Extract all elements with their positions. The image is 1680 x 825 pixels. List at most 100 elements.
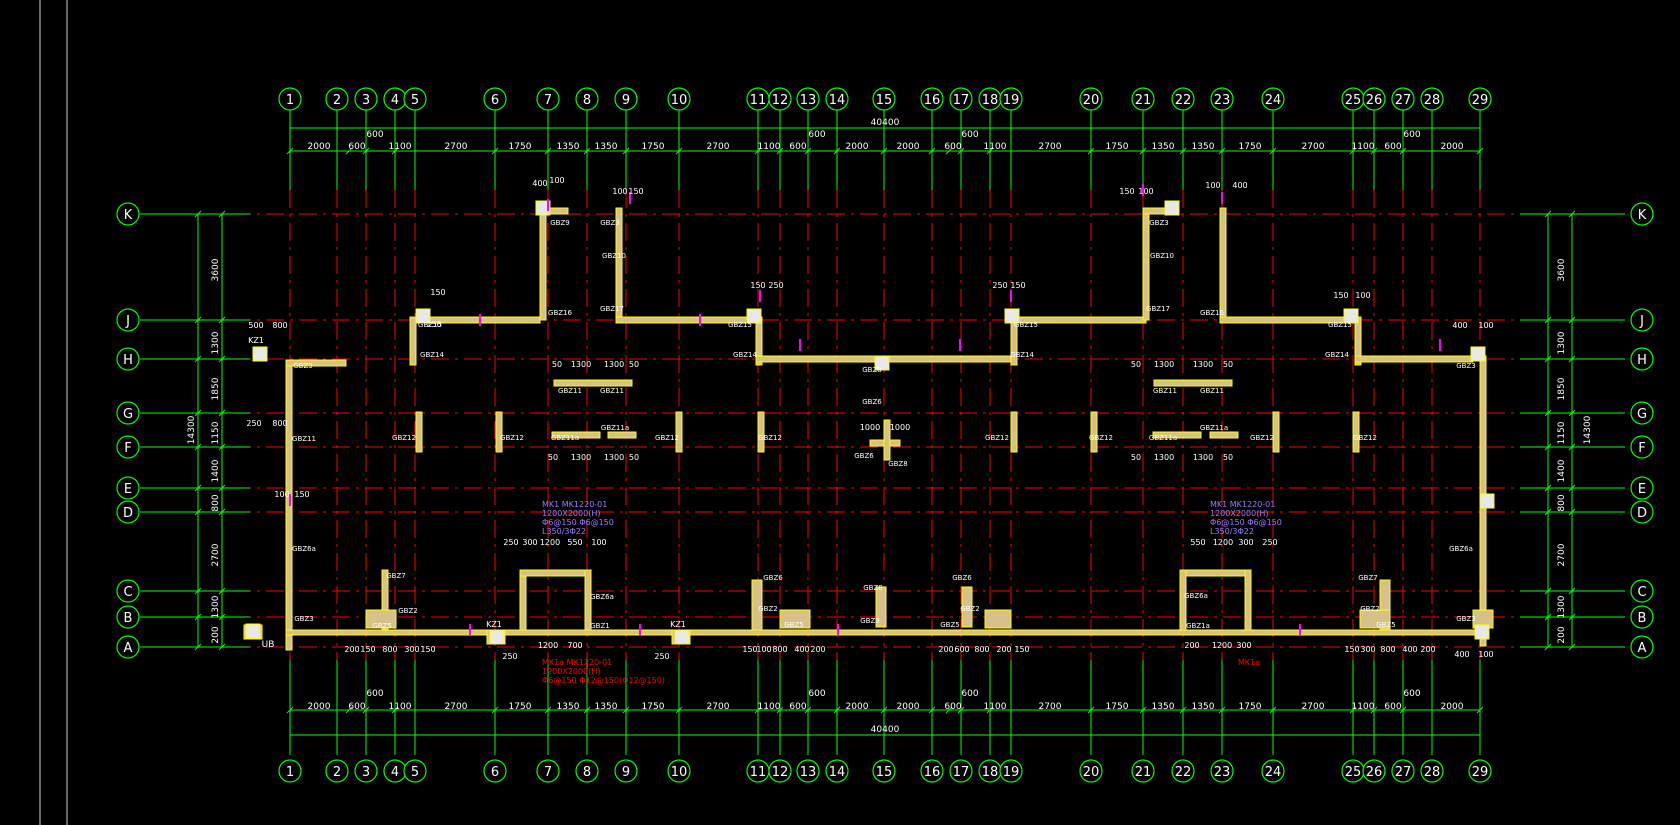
- dim-tick: [1568, 443, 1576, 451]
- column-tag: GBZ2: [758, 605, 777, 613]
- dim-top-segment: 1750: [642, 142, 665, 152]
- axis-bubble-bottom-circle: [1210, 759, 1234, 783]
- axis-bubble-right-circle: [1630, 635, 1654, 659]
- mk-note-bottom: Φ6@150 Φ12@150(Φ12@150): [542, 676, 665, 685]
- axis-bubble-right-circle: [1630, 347, 1654, 371]
- shear-walls: [243, 184, 1495, 651]
- axis-bubble-right-label: J: [1639, 314, 1644, 329]
- axis-bubble-top-label: 20: [1083, 93, 1100, 108]
- shear-wall: [875, 586, 887, 628]
- dim-tick: [1269, 147, 1277, 155]
- axis-bubble-bottom-label: 6: [491, 765, 499, 780]
- mk-note-right: MK1 MK1220-01: [1210, 500, 1275, 509]
- dim-small-label: 200: [344, 645, 359, 654]
- dim-small-label: 500: [248, 321, 263, 330]
- column-square: [746, 308, 762, 324]
- shear-wall: [883, 419, 891, 461]
- axis-bubble-bottom-circle: [999, 759, 1023, 783]
- axis-bubble-top-label: 26: [1366, 93, 1383, 108]
- axis-bubble-right-label: H: [1637, 353, 1647, 368]
- axis-bubble-bottom-label: 19: [1003, 765, 1020, 780]
- shear-wall: [1153, 379, 1233, 387]
- dim-tick: [1544, 443, 1552, 451]
- mk-note-right: Φ6@150 Φ6@150: [1210, 518, 1282, 527]
- dim-bottom-segment: 600: [789, 702, 806, 712]
- axis-bubble-top-label: 17: [953, 93, 970, 108]
- dim-small-label: 300: [522, 538, 537, 547]
- shear-wall: [1142, 207, 1150, 321]
- axis-bubble-bottom-label: 12: [772, 765, 789, 780]
- axis-bubble-right-label: A: [1638, 641, 1647, 656]
- axis-bubble-top-circle: [1079, 87, 1103, 111]
- dim-600-lower: 600: [808, 689, 825, 699]
- column-square: [1164, 200, 1180, 216]
- column-tag: GBZ11: [558, 387, 582, 395]
- dim-small-label: 1300: [604, 360, 624, 369]
- dim-tick: [945, 706, 953, 714]
- dim-small-label: 400: [794, 645, 809, 654]
- shear-wall: [1219, 207, 1227, 321]
- axis-bubble-top-label: 27: [1395, 93, 1412, 108]
- axis-bubble-bottom-label: 9: [622, 765, 630, 780]
- shear-wall: [584, 569, 592, 631]
- axis-bubble-top-label: 2: [333, 93, 341, 108]
- dim-small-label: 1200: [538, 641, 558, 650]
- column-tag: GBZ7: [386, 572, 405, 580]
- axis-bubble-top-label: 16: [924, 93, 941, 108]
- column-square: [252, 346, 268, 362]
- dim-tick: [1544, 409, 1552, 417]
- dim-tick: [804, 147, 812, 155]
- axis-bubble-top-label: 14: [829, 93, 846, 108]
- kz1-label: KZ1: [248, 336, 264, 345]
- column-tag: GBZ16: [548, 309, 572, 317]
- axis-bubble-right-label: E: [1638, 482, 1646, 497]
- axis-bubble-top-label: 15: [876, 93, 893, 108]
- column-tag: GBZ12: [655, 434, 679, 442]
- dim-tick: [1087, 147, 1095, 155]
- axis-bubble-bottom-circle: [1171, 759, 1195, 783]
- column-tag: GBZ5: [784, 621, 803, 629]
- dim-tick: [194, 508, 202, 516]
- dim-tick: [1544, 484, 1552, 492]
- dim-bottom-segment: 1750: [509, 702, 532, 712]
- dim-tick: [345, 706, 353, 714]
- dim-bottom-segment: 2700: [1302, 702, 1325, 712]
- dim-tick: [345, 147, 353, 155]
- dim-top-segment: 2000: [308, 142, 331, 152]
- dim-600-lower: 600: [961, 689, 978, 699]
- axis-bubble-right-circle: [1630, 579, 1654, 603]
- dim-bottom-segment: 2000: [1441, 702, 1464, 712]
- dim-small-label: 800: [272, 419, 287, 428]
- dim-small-label: 150: [430, 288, 445, 297]
- shear-wall: [539, 207, 547, 321]
- column-tag: GBZ14: [420, 351, 444, 359]
- dim-bottom-segment: 2000: [897, 702, 920, 712]
- column-tag: GBZ12: [1089, 434, 1113, 442]
- dim-right-overall: 14300: [1583, 415, 1593, 444]
- axis-bubble-bottom-circle: [575, 759, 599, 783]
- dim-tick: [218, 210, 226, 218]
- dim-small-label: 50: [1223, 360, 1233, 369]
- axis-bubble-right-label: C: [1637, 585, 1646, 600]
- dim-left-vertical: 2700: [211, 543, 221, 566]
- dim-tick: [1218, 147, 1226, 155]
- axis-bubble-top-label: 29: [1472, 93, 1489, 108]
- axis-bubble-bottom-circle: [325, 759, 349, 783]
- axis-bubble-bottom-label: 8: [583, 765, 591, 780]
- axis-bubble-right-label: F: [1638, 441, 1645, 456]
- dim-left-vertical: 1150: [211, 421, 221, 444]
- dim-small-label: 150: [742, 645, 757, 654]
- dim-left-vertical: 1300: [211, 595, 221, 618]
- dim-tick: [218, 355, 226, 363]
- column-tag: GBZ15: [1014, 321, 1038, 329]
- column-tag: GBZ5: [372, 622, 391, 630]
- mk-note-right: L350/3Φ22: [1210, 527, 1254, 536]
- axis-bubble-left-label: C: [123, 585, 132, 600]
- dim-tick: [218, 484, 226, 492]
- dimension-lines: [194, 127, 1576, 736]
- axis-bubble-bottom-circle: [667, 759, 691, 783]
- axis-bubble-bottom-circle: [872, 759, 896, 783]
- dim-small-label: 250: [992, 281, 1007, 290]
- axis-bubble-right-circle: [1630, 476, 1654, 500]
